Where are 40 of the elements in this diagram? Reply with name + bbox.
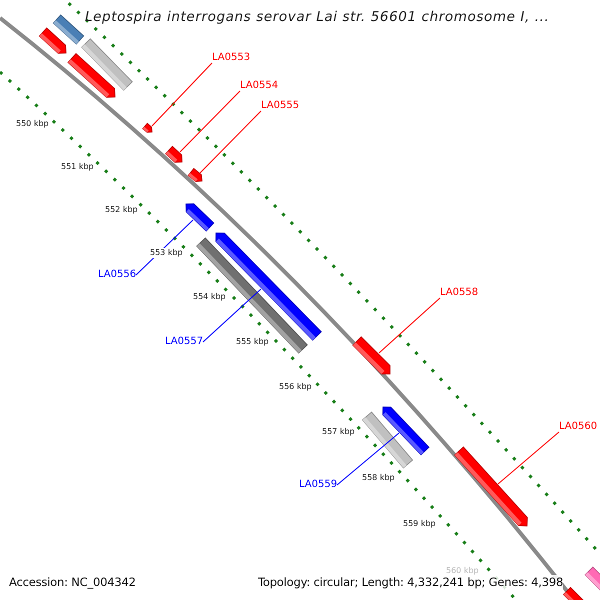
scale-label: 557 kbp: [322, 427, 355, 437]
gene-label: LA0558: [440, 287, 478, 298]
gene-feature: [165, 146, 182, 163]
gene-feature: [454, 446, 528, 526]
leader-line: [202, 288, 262, 342]
gene-feature: [186, 203, 214, 232]
scale-label: 558 kbp: [362, 473, 395, 483]
scale-label: 553 kbp: [150, 248, 183, 258]
gene-label: LA0560: [559, 421, 598, 432]
scale-label: 552 kbp: [105, 205, 138, 215]
gene-label: LA0554: [240, 80, 278, 91]
gene-feature: [362, 412, 414, 468]
gene-label: LA0557: [165, 336, 204, 347]
gene-label: LA0559: [299, 479, 338, 490]
scale-label: 560 kbp: [446, 566, 479, 576]
gene-feature: [38, 27, 66, 54]
scale-label: 554 kbp: [193, 292, 226, 302]
gene-feature: [562, 586, 586, 600]
gene-feature: [584, 566, 600, 592]
leader-line: [200, 110, 262, 174]
gene-label: LA0555: [261, 100, 300, 111]
leader-line: [180, 90, 240, 152]
gene-feature: [188, 168, 202, 182]
leader-line: [336, 432, 400, 486]
gene-label: LA0553: [212, 52, 250, 63]
map-info-text: Accession: NC_004342: [9, 575, 136, 589]
gene-feature: [142, 122, 152, 133]
gene-label: LA0556: [98, 269, 136, 280]
map-info-text: Topology: circular; Length: 4,332,241 bp; Genes: 4,398: [258, 575, 564, 589]
scale-label: 551 kbp: [61, 162, 94, 172]
scale-label: 550 kbp: [16, 119, 49, 129]
leader-line: [498, 432, 560, 484]
gene-feature: [352, 336, 390, 374]
scale-label: 559 kbp: [403, 519, 436, 529]
leader-line: [378, 298, 440, 354]
leader-line: [152, 62, 212, 126]
scale-label: 555 kbp: [236, 337, 269, 347]
scale-label: 556 kbp: [279, 382, 312, 392]
map-title: Leptospira interrogans serovar Lai str. 56601 chromosome I, ...: [85, 9, 550, 25]
gene-feature: [67, 53, 116, 98]
